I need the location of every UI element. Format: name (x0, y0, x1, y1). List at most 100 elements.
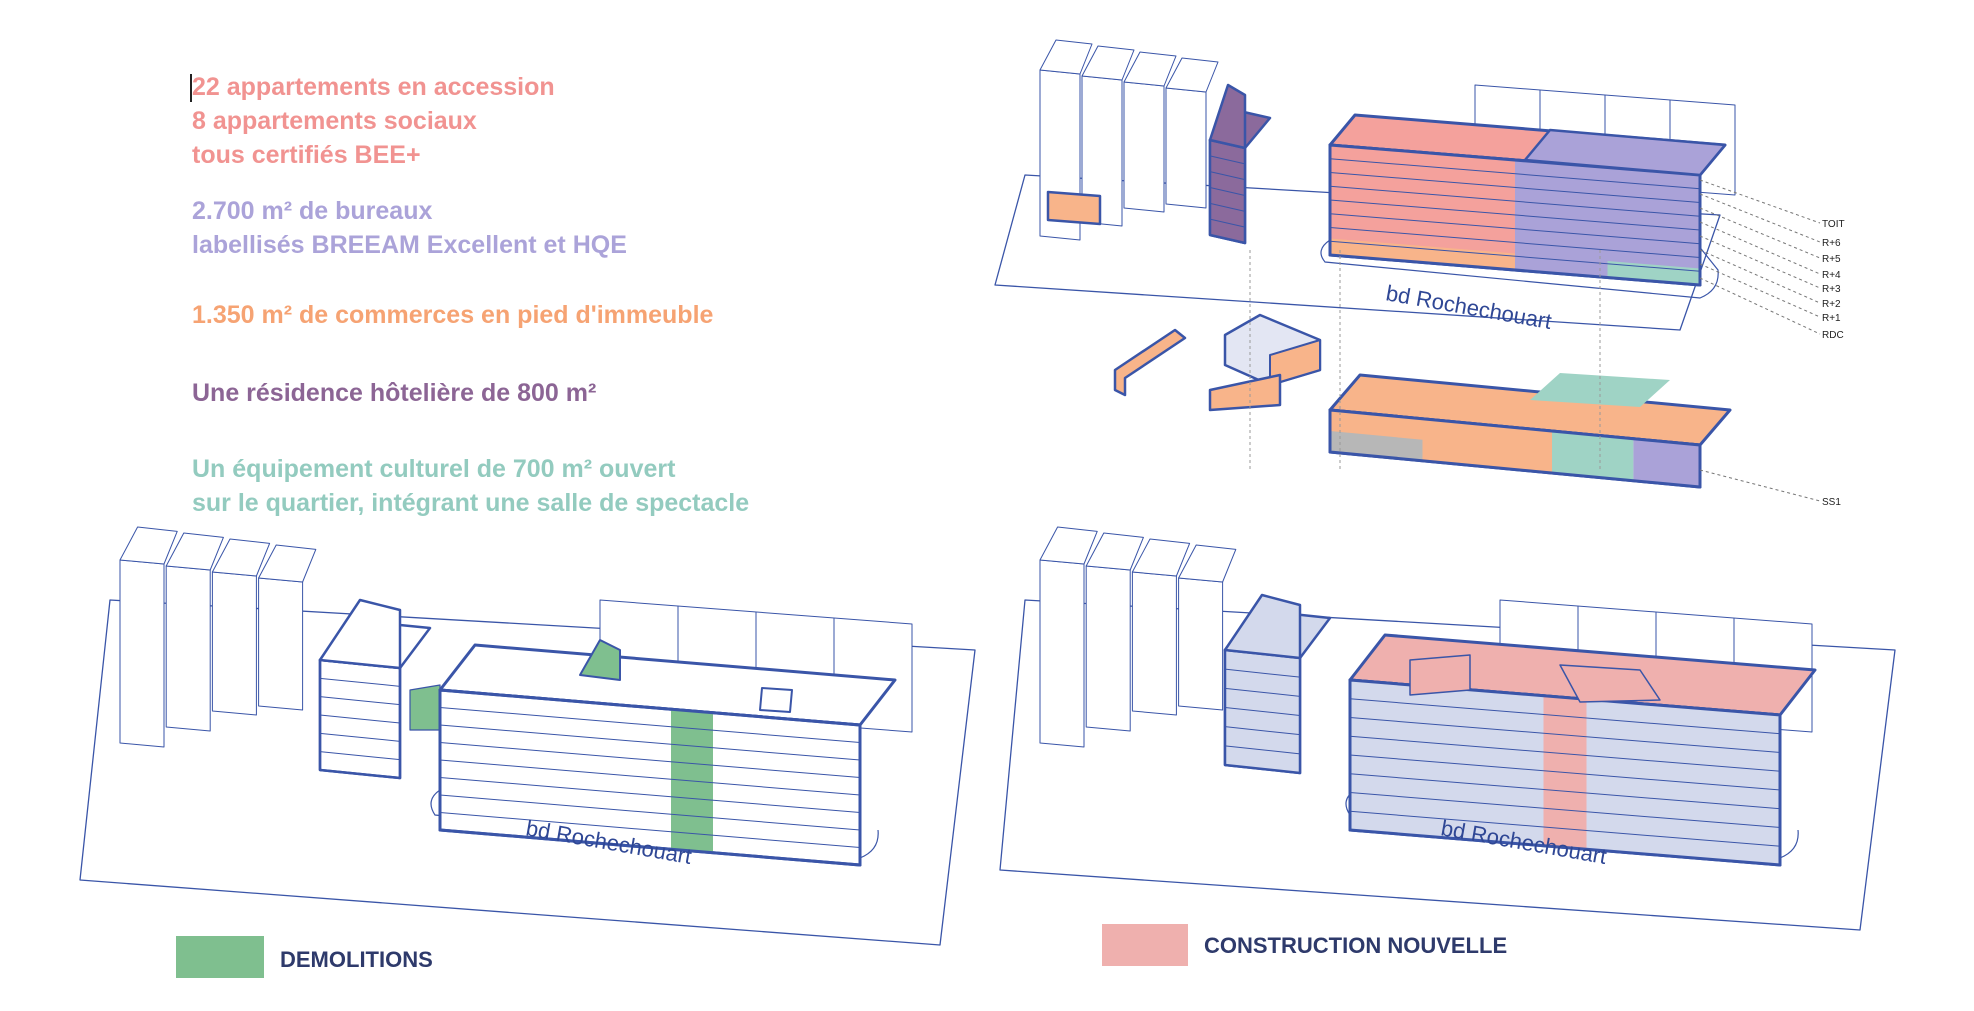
floor-line (1224, 687, 1301, 697)
level-leader (1699, 277, 1821, 335)
floor-line (439, 812, 861, 848)
new-construction-axonometric (999, 526, 1896, 931)
existing-roof (165, 532, 224, 571)
hotel-line: Une résidence hôtelière de 800 m² (192, 379, 597, 407)
floor-line (439, 707, 861, 743)
construction-label: CONSTRUCTION NOUVELLE (1204, 933, 1508, 958)
hotel-gable (1208, 83, 1247, 150)
basement-block-program-zone (1633, 438, 1700, 487)
retail-piece (1208, 373, 1282, 412)
existing-roof (1081, 45, 1135, 81)
new-roof-extension (1559, 664, 1661, 703)
floor-line (1349, 773, 1781, 810)
floor-line (439, 742, 861, 778)
existing-building (1039, 559, 1085, 748)
level-leader (1699, 469, 1821, 502)
housing-text: 22 appartements en accession 8 apparteme… (192, 70, 749, 172)
level-label: TOIT (1822, 219, 1845, 230)
retail-line: 1.350 m² de commerces en pied d'immeuble (192, 301, 714, 329)
existing-roof (258, 544, 317, 583)
retail-piece (1113, 328, 1187, 397)
retail-piece (1269, 339, 1321, 386)
floor-line (1349, 754, 1781, 791)
sidewalk-curve (1320, 234, 1719, 299)
floor-line (1349, 810, 1781, 847)
offices-line: labellisés BREEAM Excellent et HQE (192, 231, 627, 259)
floor-line (319, 714, 401, 724)
demolitions-axonometric (79, 526, 976, 946)
existing-roof (1085, 532, 1144, 571)
floor-line (1209, 202, 1246, 212)
level-leader (1699, 235, 1821, 289)
floor-line (1209, 218, 1246, 228)
existing-building (119, 559, 165, 748)
level-label: R+3 (1822, 284, 1841, 295)
housing-line: 22 appartements en accession (192, 73, 555, 101)
level-label: R+2 (1822, 299, 1841, 310)
construction-swatch (1102, 924, 1188, 966)
existing-building (1123, 81, 1165, 213)
floor-line (1329, 185, 1701, 217)
level-label: R+4 (1822, 270, 1841, 281)
floor-line (319, 696, 401, 706)
basement-block-outline (1328, 408, 1702, 489)
level-label: R+1 (1822, 313, 1841, 324)
floor-line (1329, 172, 1701, 203)
kept-gable (318, 598, 402, 670)
demolitions-label: DEMOLITIONS (280, 947, 433, 972)
level-label: SS1 (1822, 497, 1841, 508)
floor-line (439, 777, 861, 813)
retail-text: 1.350 m² de commerces en pied d'immeuble (192, 298, 749, 332)
floor-line (1329, 213, 1701, 245)
existing-building (1131, 571, 1177, 716)
existing-building (258, 577, 304, 711)
existing-building (1165, 87, 1207, 209)
floor-line (1224, 745, 1301, 755)
floor-line (1349, 735, 1781, 772)
existing-roof (1039, 526, 1098, 565)
floor-line (1329, 158, 1701, 190)
floor-line (319, 677, 401, 687)
hotel-text: Une résidence hôtelière de 800 m² (192, 376, 749, 410)
offices-line: 2.700 m² de bureaux (192, 197, 433, 225)
offices-text: 2.700 m² de bureaux labellisés BREEAM Ex… (192, 194, 749, 262)
existing-building (211, 571, 257, 716)
housing-line: 8 appartements sociaux (192, 107, 477, 135)
floor-line (1209, 187, 1246, 196)
level-label: RDC (1822, 330, 1844, 341)
culture-text: Un équipement culturel de 700 m² ouvert … (192, 452, 749, 520)
culture-line: Un équipement culturel de 700 m² ouvert (192, 455, 676, 483)
floor-line (1329, 199, 1701, 231)
floor-line (1224, 726, 1301, 736)
floor-line (1329, 240, 1701, 272)
text-cursor (190, 74, 192, 102)
existing-building (165, 565, 211, 732)
housing-line: tous certifiés BEE+ (192, 141, 421, 169)
main-block-program-zone (1330, 238, 1515, 270)
existing-roof (1123, 51, 1177, 87)
floor-line (1209, 171, 1246, 181)
existing-roof (1165, 57, 1219, 93)
existing-roof (1039, 39, 1093, 75)
existing-roof (1178, 544, 1237, 583)
new-roof-extension (1409, 654, 1471, 696)
floor-line (439, 759, 861, 796)
existing-roof (119, 526, 178, 565)
demolished-link (409, 684, 441, 731)
level-label: R+5 (1822, 254, 1841, 265)
demolished-roof (579, 639, 621, 681)
renovated-block-outline (1348, 678, 1782, 867)
level-leader (1699, 221, 1821, 275)
floor-line (319, 751, 401, 761)
level-labels: TOIT R+6 R+5 R+4 R+3 R+2 R+1 RDC SS1 (1822, 219, 1845, 508)
floor-line (319, 732, 401, 742)
level-leader (1699, 263, 1821, 318)
basement-block-program-zone (1552, 431, 1634, 481)
program-text: 22 appartements en accession 8 apparteme… (192, 70, 749, 520)
level-leader (1699, 207, 1821, 259)
existing-roof (1131, 538, 1191, 577)
kept-gable (1223, 593, 1302, 660)
demolitions-swatch (176, 936, 264, 978)
floor-line (1209, 155, 1246, 165)
